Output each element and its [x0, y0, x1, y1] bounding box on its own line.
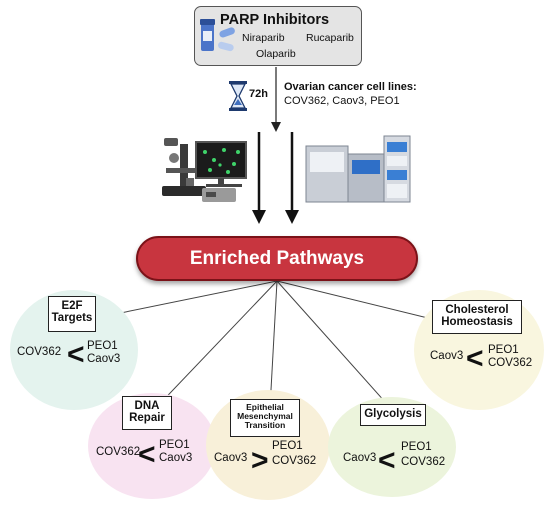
- cmp-left: COV362: [17, 346, 62, 358]
- parp-title: PARP Inhibitors: [220, 12, 330, 28]
- cmp-right-1: PEO1: [401, 441, 432, 453]
- cell-lines-title: Ovarian cancer cell lines:: [284, 81, 417, 93]
- enriched-pathways-banner: [136, 236, 418, 281]
- pill-bottle-icon: [200, 19, 235, 52]
- connector-cholesterol: [276, 280, 437, 321]
- pathway-name-line: Repair: [129, 412, 165, 425]
- arrowhead-parp-to-cells: [271, 122, 281, 132]
- pathway-name-line: DNA: [134, 400, 160, 412]
- cmp-right-2: Caov3: [159, 452, 193, 464]
- cmp-right-2: COV362: [401, 456, 446, 468]
- cmp-left: Caov3: [343, 452, 377, 464]
- cmp-right-1: PEO1: [272, 440, 303, 452]
- cmp-symbol: >: [251, 444, 269, 477]
- pathway-name-line: Cholesterol: [445, 304, 509, 316]
- cmp-right-1: PEO1: [87, 340, 118, 352]
- arrowhead-proteomics: [285, 210, 299, 224]
- connector-glycolysis: [276, 280, 396, 414]
- hourglass-icon: [229, 81, 247, 111]
- pathway-name-line: Targets: [51, 312, 93, 325]
- cmp-right-1: PEO1: [488, 344, 519, 356]
- pathway-name-line: Epithelial: [246, 402, 284, 412]
- mass-spectrometer-icon: [305, 135, 411, 203]
- pathway-name-line: Glycolysis: [364, 408, 422, 420]
- cmp-symbol: <: [67, 338, 85, 371]
- microscope-icon: [162, 138, 247, 202]
- cmp-left: COV362: [96, 446, 141, 458]
- cmp-right-1: PEO1: [159, 439, 190, 451]
- treatment-duration: 72h: [249, 88, 268, 100]
- cmp-right-2: COV362: [272, 455, 317, 467]
- cmp-symbol: <: [466, 342, 484, 375]
- drug-niraparib: Niraparib: [242, 32, 285, 44]
- pathway-name-line: Mesenchymal: [237, 410, 293, 421]
- pathway-name-line: Homeostasis: [441, 316, 513, 329]
- cmp-symbol: <: [378, 444, 396, 477]
- connector-dna: [151, 280, 278, 413]
- cmp-right-2: Caov3: [87, 353, 121, 365]
- connector-e2f: [95, 280, 278, 319]
- connector-emt: [269, 280, 278, 409]
- pathway-name-line: Transition: [244, 419, 286, 430]
- pathway-label-emt: Epithelial Mesenchymal Transition: [230, 399, 300, 437]
- cmp-left: Caov3: [214, 452, 248, 464]
- arrowhead-microscopy: [252, 210, 266, 224]
- pathway-label-e2f: E2F Targets: [48, 296, 96, 332]
- drug-rucaparib: Rucaparib: [306, 32, 354, 44]
- pathway-label-cholesterol: Cholesterol Homeostasis: [432, 300, 522, 334]
- cmp-symbol: <: [138, 438, 156, 471]
- cmp-right-2: COV362: [488, 357, 533, 369]
- cmp-left: Caov3: [430, 350, 464, 362]
- drug-olaparib: Olaparib: [256, 48, 296, 60]
- pathway-label-glycolysis: Glycolysis: [360, 404, 426, 426]
- enriched-pathways-label: Enriched Pathways: [189, 248, 365, 269]
- pathway-label-dna-repair: DNA Repair: [122, 396, 172, 430]
- cell-lines-list: COV362, Caov3, PEO1: [284, 95, 400, 107]
- pathway-name-line: E2F: [61, 300, 83, 312]
